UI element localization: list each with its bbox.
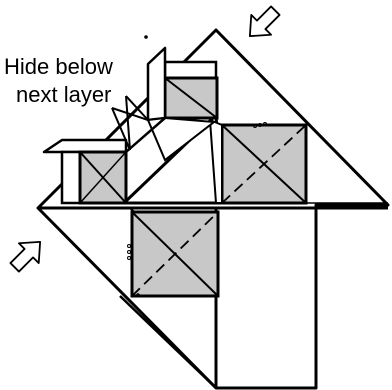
annotation-line-1: Hide below bbox=[4, 54, 113, 79]
hollow-arrow-icon bbox=[5, 232, 50, 277]
hollow-arrow-icon bbox=[240, 1, 285, 46]
annotation-line-2: next layer bbox=[16, 82, 111, 107]
dot-mark bbox=[136, 293, 140, 297]
dot-mark bbox=[144, 35, 148, 39]
lower-left-pocket bbox=[132, 212, 218, 296]
right-pocket bbox=[222, 125, 306, 203]
